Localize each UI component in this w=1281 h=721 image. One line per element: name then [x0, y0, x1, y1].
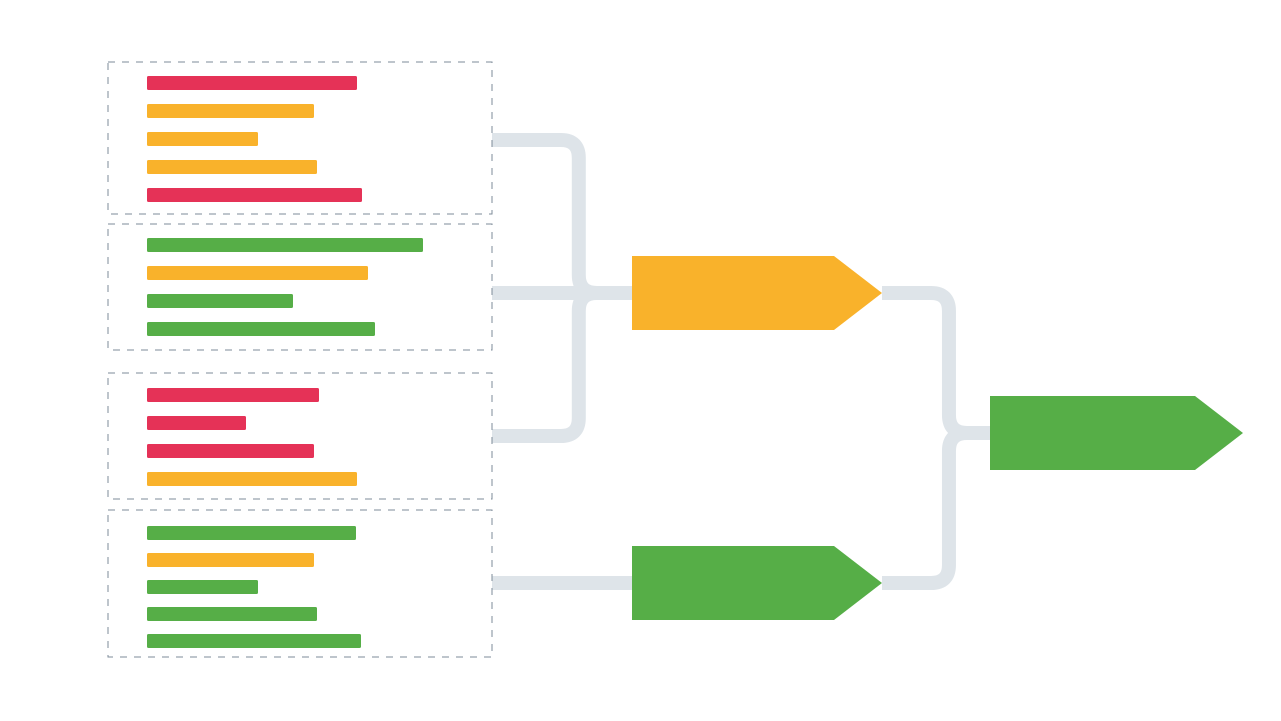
bar-1-1	[147, 76, 357, 90]
semifinal-node-bottom[interactable]	[632, 546, 882, 620]
bar-4-1	[147, 526, 356, 540]
bar-2-4	[147, 322, 375, 336]
connector-group-3-to-semifinal-top	[492, 286, 632, 443]
group-box-2	[107, 223, 493, 351]
group-box-1	[107, 61, 493, 215]
semifinal-node-top[interactable]	[632, 256, 882, 330]
group-layer	[107, 61, 493, 658]
connector-semifinal-bottom-to-final	[882, 426, 990, 590]
node-layer	[632, 256, 1243, 620]
bar-4-3	[147, 580, 258, 594]
bar-3-4	[147, 472, 357, 486]
bar-2-1	[147, 238, 423, 252]
bar-3-1	[147, 388, 319, 402]
bar-1-4	[147, 160, 317, 174]
connector-group-1-to-semifinal-top	[492, 133, 632, 300]
bar-1-2	[147, 104, 314, 118]
bar-4-4	[147, 607, 317, 621]
connector-layer	[492, 133, 990, 590]
connector-semifinal-top-to-final	[882, 286, 990, 440]
bar-1-5	[147, 188, 362, 202]
bar-3-2	[147, 416, 246, 430]
bar-2-2	[147, 266, 368, 280]
bar-1-3	[147, 132, 258, 146]
bar-4-2	[147, 553, 314, 567]
group-box-3	[107, 372, 493, 500]
bar-2-3	[147, 294, 293, 308]
bar-4-5	[147, 634, 361, 648]
final-node[interactable]	[990, 396, 1243, 470]
bar-3-3	[147, 444, 314, 458]
